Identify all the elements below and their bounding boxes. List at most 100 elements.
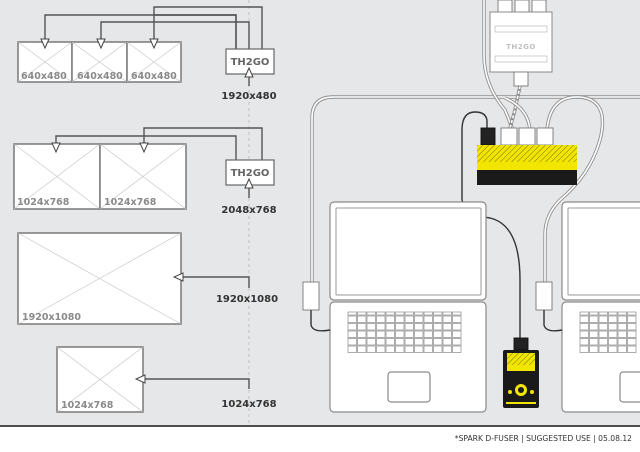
key xyxy=(433,338,443,346)
key xyxy=(376,323,386,331)
screen-1024-1: 1024x768 xyxy=(13,143,101,210)
key xyxy=(433,345,443,353)
key xyxy=(404,315,414,323)
key xyxy=(376,311,386,316)
key xyxy=(617,345,627,353)
key xyxy=(627,315,637,323)
keyboard xyxy=(579,311,637,353)
setup-single-768: 1024x768 1024x768 xyxy=(56,346,277,413)
key xyxy=(442,315,452,323)
key xyxy=(627,323,637,331)
key xyxy=(579,338,589,346)
arrow-left-icon xyxy=(172,272,184,282)
key xyxy=(598,345,608,353)
key xyxy=(366,338,376,346)
key xyxy=(442,338,452,346)
arrow-down-icon xyxy=(149,38,159,50)
key xyxy=(617,338,627,346)
key xyxy=(433,323,443,331)
key xyxy=(589,338,599,346)
key xyxy=(414,345,424,353)
key xyxy=(442,323,452,331)
key xyxy=(598,330,608,338)
key xyxy=(442,311,452,316)
footer-caption: *SPARK D-FUSER | SUGGESTED USE | 05.08.1… xyxy=(455,434,632,443)
key xyxy=(627,311,637,316)
key xyxy=(376,338,386,346)
vga-adapter xyxy=(535,281,553,311)
key xyxy=(423,315,433,323)
key xyxy=(404,311,414,316)
screen-768: 1024x768 xyxy=(56,346,144,413)
wire-to-screen-2 xyxy=(143,127,263,161)
key xyxy=(366,323,376,331)
key xyxy=(347,330,357,338)
key xyxy=(414,330,424,338)
th2go-label: TH2GO xyxy=(231,168,270,179)
wire-to-screen-1 xyxy=(55,135,237,161)
key xyxy=(598,311,608,316)
key xyxy=(385,323,395,331)
arrow-left-icon xyxy=(134,374,146,384)
key xyxy=(404,345,414,353)
key xyxy=(347,315,357,323)
key xyxy=(608,323,618,331)
input-resolution-label: 2048x768 xyxy=(221,205,276,216)
key xyxy=(589,345,599,353)
key xyxy=(608,345,618,353)
key xyxy=(452,338,462,346)
key xyxy=(347,323,357,331)
key xyxy=(423,330,433,338)
screen-label: 1024x768 xyxy=(104,197,157,208)
key xyxy=(452,323,462,331)
key xyxy=(617,315,627,323)
key xyxy=(366,315,376,323)
key xyxy=(433,315,443,323)
arrow-up-icon xyxy=(244,177,254,189)
key xyxy=(423,311,433,316)
screen-label: 1024x768 xyxy=(17,197,70,208)
th2go-splitter: TH2GO xyxy=(489,0,553,87)
key xyxy=(433,330,443,338)
key xyxy=(452,345,462,353)
key xyxy=(357,323,367,331)
input-resolution-label: 1920x1080 xyxy=(216,294,278,305)
laptop-right xyxy=(535,201,640,413)
key xyxy=(414,315,424,323)
key xyxy=(423,323,433,331)
wire-to-screen-2 xyxy=(100,21,250,50)
key xyxy=(589,323,599,331)
screen-label: 640x480 xyxy=(131,71,177,82)
keyboard xyxy=(347,311,462,353)
key xyxy=(347,311,357,316)
video-cables xyxy=(310,0,640,282)
key xyxy=(608,330,618,338)
screen-label: 640x480 xyxy=(21,71,67,82)
key xyxy=(385,330,395,338)
key xyxy=(414,311,424,316)
key xyxy=(357,311,367,316)
key xyxy=(376,345,386,353)
key xyxy=(395,311,405,316)
key xyxy=(579,330,589,338)
key xyxy=(357,338,367,346)
trackpad xyxy=(387,371,431,403)
control-connector xyxy=(480,127,496,146)
key xyxy=(347,338,357,346)
key xyxy=(423,345,433,353)
key xyxy=(579,311,589,316)
arrow-down-icon xyxy=(40,38,50,50)
arrow-up-icon xyxy=(244,66,254,78)
laptop-left xyxy=(302,201,487,413)
key xyxy=(589,311,599,316)
trackpad xyxy=(619,371,640,403)
key xyxy=(608,311,618,316)
key xyxy=(617,330,627,338)
key xyxy=(627,338,637,346)
key xyxy=(404,323,414,331)
setup-dual-1024: 1024x768 1024x768 TH2GO 2048x768 xyxy=(13,127,277,216)
key xyxy=(579,315,589,323)
key xyxy=(598,338,608,346)
key xyxy=(608,338,618,346)
key xyxy=(357,315,367,323)
